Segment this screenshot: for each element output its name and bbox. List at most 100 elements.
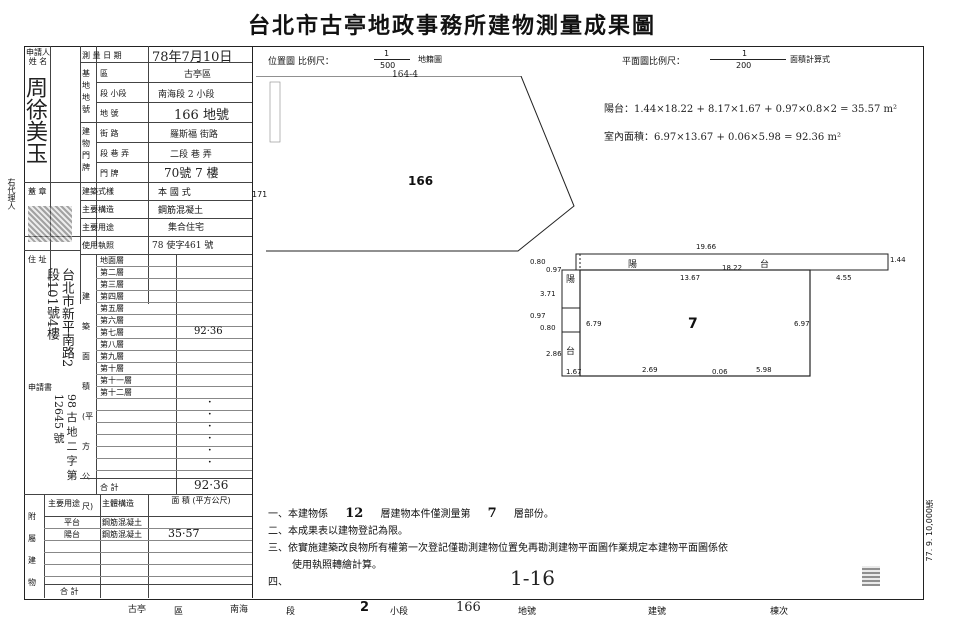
balcony-word2: 台 (760, 260, 770, 270)
print-info: 77. 9. 10,000張 (925, 500, 934, 562)
note-1: 一、本建物係 12 層建物本件僅測量第 7 層部份。 (268, 506, 554, 521)
seal-stamp (28, 206, 72, 242)
applicant-doc-label: 申請書 (28, 383, 52, 392)
applicant-doc-value: 98 古 地 二 字 第 12645 號 (52, 394, 78, 481)
floor-row: 第四層 (96, 290, 252, 303)
location-scale-num: 1 (384, 49, 390, 58)
dim-left-h: 6.79 (586, 320, 602, 328)
floor-row: 第八層 (96, 338, 252, 351)
floor-row: 第二層 (96, 266, 252, 279)
dim-bottom-c: 0.06 (712, 368, 728, 376)
address-value: 台北市新平南路2段101號4樓 (44, 268, 74, 368)
floor-empty-dot: • (208, 447, 212, 454)
footer-section-label: 段 (286, 607, 296, 617)
floor-row: • (96, 398, 252, 411)
footer-order-label: 棟次 (770, 607, 789, 617)
document-frame (24, 46, 924, 600)
door-label: 建 物 門 牌 (82, 127, 90, 172)
dim-left-f: 2.86 (546, 350, 562, 358)
attach-empty-row (44, 552, 252, 565)
section-label: 段 小段 (100, 89, 127, 98)
attach-empty-row (44, 564, 252, 577)
floor-row: 第十一層 (96, 374, 252, 387)
plan-scale-bar (710, 59, 786, 60)
floor-row: 地面層 (96, 254, 252, 267)
survey-date-label: 測 量 日 期 (82, 51, 122, 60)
floor-label: 第十一層 (100, 376, 132, 385)
calc-indoor: 室內面積：6.97×13.67 + 0.06×5.98 = 92.36 m² (604, 132, 841, 143)
note-3b: 使用執照轉繪計算。 (292, 560, 382, 571)
footer-build-label: 建號 (648, 607, 667, 617)
dim-left-d: 0.97 (530, 312, 546, 320)
location-scale-den: 500 (380, 61, 396, 70)
floor-row: • (96, 446, 252, 459)
floor-row: 第九層 (96, 350, 252, 363)
plan-scale-suffix: 面積計算式 (790, 55, 830, 64)
applicant-name: 周徐美玉 (22, 76, 47, 164)
structure-value: 鋼筋混凝土 (158, 206, 204, 216)
floor-row: • (96, 434, 252, 447)
district-label: 區 (100, 69, 108, 78)
building-addr-label: 基 地 地 號 (82, 69, 90, 114)
attach-struct: 鋼筋混凝土 (102, 530, 142, 539)
dim-right-h: 6.97 (794, 320, 810, 328)
left-panel: 申請人 姓 名 周徐美玉 測 量 日 期 78年7月10日 基 地 地 號 區 … (22, 46, 253, 598)
number-label: 門 牌 (100, 169, 119, 178)
dim-bottom-d: 5.98 (756, 366, 772, 374)
attach-usage: 陽台 (64, 530, 80, 539)
footer-district: 古亭 (128, 605, 147, 615)
floor-row: 第十二層 (96, 386, 252, 399)
dim-left-a: 0.80 (530, 258, 546, 266)
survey-date: 78年7月10日 (152, 50, 233, 65)
floor-label: 地面層 (100, 256, 124, 265)
attach-usage-label: 主要用途 (48, 499, 80, 508)
location-map-label: 位置圖 比例尺： (268, 57, 334, 67)
structure-label: 主要構造 (82, 205, 114, 214)
floor-empty-dot: • (208, 411, 212, 418)
lane-label: 段 巷 弄 (100, 149, 130, 158)
floors-label: 建 築 面 積 (平方公尺) (82, 292, 94, 511)
dim-left-e: 0.80 (540, 324, 556, 332)
number-value: 70號 7 樓 (164, 166, 219, 180)
floor-label: 第二層 (100, 268, 124, 277)
location-scale-bar (374, 59, 410, 60)
sum-label: 合 計 (100, 483, 119, 492)
floor-label: 第七層 (100, 328, 124, 337)
note-4: 四、 (268, 577, 288, 588)
permit-label: 使用執照 (82, 241, 114, 250)
floor-row: • (96, 410, 252, 423)
attach-struct-label: 主體構造 (102, 499, 134, 508)
lane-value: 二段 巷 弄 (170, 150, 212, 160)
stamp-number: 1-16 (510, 566, 555, 590)
agent-side-label: 右代理人 (7, 178, 16, 210)
usage-label: 主要用途 (82, 223, 114, 232)
footer-district-label: 區 (174, 607, 184, 617)
floor-empty-dot: • (208, 423, 212, 430)
dim-bottom-b: 2.69 (642, 366, 658, 374)
floor-empty-dot: • (208, 435, 212, 442)
floor-row: 第三層 (96, 278, 252, 291)
floor-row: • (96, 422, 252, 435)
attach-row: 平台鋼筋混凝土 (44, 516, 252, 529)
dim-bottom-a: 1.67 (566, 368, 582, 376)
floor-label: 第三層 (100, 280, 124, 289)
district-value: 古亭區 (184, 70, 212, 80)
floor-label: 第十層 (100, 364, 124, 373)
attach-label: 附屬建物 (28, 512, 36, 587)
floor-row: 第六層 (96, 314, 252, 327)
dim-top-inner: 13.67 (680, 274, 701, 282)
dim-top-inner2: 18.22 (722, 264, 743, 272)
footer-section: 南海 (230, 605, 249, 615)
street-label: 街 路 (100, 129, 119, 138)
location-lot-main: 166 (408, 174, 434, 188)
footer-lot-label: 地號 (518, 607, 537, 617)
floor-empty-dot: • (208, 459, 212, 466)
sum-value: 92·36 (194, 478, 229, 492)
street-value: 羅斯福 街路 (170, 130, 218, 140)
lot-label: 地 號 (100, 109, 119, 118)
lot-value: 166 地號 (174, 108, 229, 123)
permit-value: 78 使字461 號 (152, 241, 214, 251)
seal-label: 蓋 章 (28, 187, 47, 196)
usage-value: 集合住宅 (168, 223, 205, 233)
